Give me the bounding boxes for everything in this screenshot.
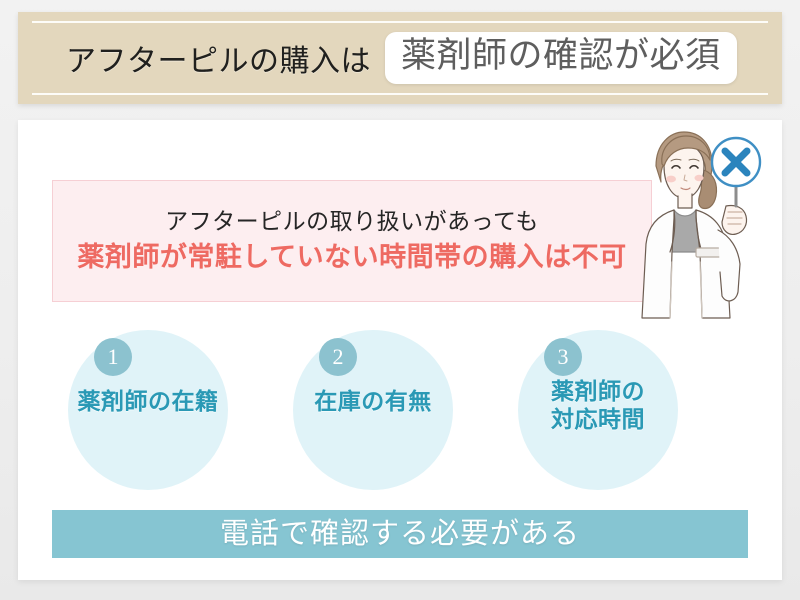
header-lead-text: アフターピルの購入は xyxy=(66,45,371,78)
x-mark-icon xyxy=(721,147,751,177)
circle-label-3-line2: 対応時間 xyxy=(551,407,645,433)
header-highlight-box: 薬剤師の確認が必須 xyxy=(385,32,737,84)
checklist-item-1: 1 薬剤師の在籍 xyxy=(68,330,228,490)
circle-label-2: 在庫の有無 xyxy=(293,388,453,416)
header-highlight-text: 薬剤師の確認が必須 xyxy=(401,36,721,76)
pharmacist-illustration xyxy=(626,122,776,322)
header-rule-top xyxy=(32,21,768,23)
alert-box: アフターピルの取り扱いがあっても 薬剤師が常駐していない時間帯の購入は不可 xyxy=(52,180,652,302)
circle-number-badge-2: 2 xyxy=(319,338,357,376)
checklist-item-2: 2 在庫の有無 xyxy=(293,330,453,490)
conclusion-bar: 電話で確認する必要がある xyxy=(52,510,748,558)
circle-label-3-line1: 薬剤師の xyxy=(551,379,645,404)
circle-number-badge-1: 1 xyxy=(94,338,132,376)
alert-line-1: アフターピルの取り扱いがあっても xyxy=(165,208,539,234)
circle-label-3: 薬剤師の 対応時間 xyxy=(518,378,678,434)
circle-label-1: 薬剤師の在籍 xyxy=(68,388,228,416)
conclusion-text: 電話で確認する必要がある xyxy=(219,517,580,550)
circle-number-badge-3: 3 xyxy=(544,338,582,376)
checklist-circles: 1 薬剤師の在籍 2 在庫の有無 3 薬剤師の 対応時間 xyxy=(18,330,782,495)
header-rule-bottom xyxy=(32,93,768,95)
header-content: アフターピルの購入は 薬剤師の確認が必須 xyxy=(18,12,782,104)
content-card: アフターピルの取り扱いがあっても 薬剤師が常駐していない時間帯の購入は不可 xyxy=(18,120,782,580)
alert-line-2-emphasis: 薬剤師が常駐していない時間帯の購入は不可 xyxy=(77,241,627,272)
header-banner: アフターピルの購入は 薬剤師の確認が必須 xyxy=(18,12,782,104)
checklist-item-3: 3 薬剤師の 対応時間 xyxy=(518,330,678,490)
circle-label-1-line1: 薬剤師の在籍 xyxy=(77,389,219,414)
circle-label-2-line1: 在庫の有無 xyxy=(314,389,432,414)
